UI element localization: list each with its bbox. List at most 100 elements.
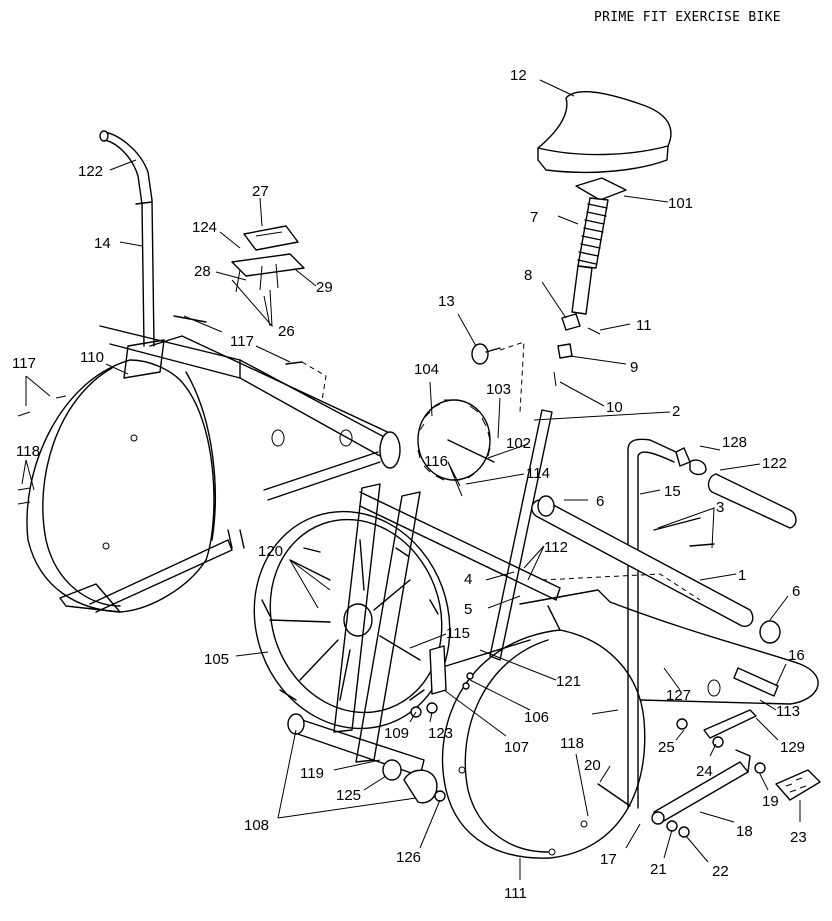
callout-125: 125: [336, 787, 361, 804]
bolt: [553, 371, 557, 387]
callout-114: 114: [526, 465, 550, 482]
callout-12: 12: [510, 67, 527, 84]
callout-3: 3: [716, 499, 724, 516]
callout-1: 1: [738, 567, 746, 584]
pedal-crank: [651, 749, 751, 825]
pedal: [775, 769, 821, 801]
callout-21: 21: [650, 861, 667, 878]
callout-9: 9: [630, 359, 638, 376]
left-handlebar: [99, 130, 155, 347]
callout-16: 16: [788, 647, 805, 664]
callout-115: 115: [446, 625, 470, 642]
pedal-arm-link: [703, 709, 757, 739]
nut: [666, 820, 678, 832]
callout-5: 5: [464, 601, 472, 618]
nut: [754, 762, 766, 774]
callout-24: 24: [696, 763, 713, 780]
callout-107: 107: [504, 739, 529, 756]
nut: [676, 718, 688, 730]
callout-19: 19: [762, 793, 779, 810]
washer: [712, 736, 724, 748]
callout-117b: 117: [12, 355, 36, 372]
callout-6b: 6: [792, 583, 800, 600]
flywheel: [253, 510, 451, 730]
callout-101: 101: [668, 195, 693, 212]
callout-14: 14: [94, 235, 111, 252]
callout-7: 7: [530, 209, 538, 226]
callout-11: 11: [636, 317, 652, 334]
tension-bracket: [429, 645, 447, 695]
callout-119: 119: [300, 765, 324, 782]
carriage-bolt: [653, 517, 715, 547]
adjustment-knob: [471, 343, 501, 365]
callout-121: 121: [556, 673, 581, 690]
callout-18: 18: [736, 823, 753, 840]
callout-106: 106: [524, 709, 549, 726]
leader-lines: [21, 79, 801, 880]
callout-116: 116: [424, 453, 448, 470]
callout-28: 28: [194, 263, 211, 280]
stabilizer-tube: [531, 495, 781, 644]
callout-104: 104: [414, 361, 439, 378]
right-handlebar: [627, 438, 797, 809]
diagram-title: PRIME FIT EXERCISE BIKE: [594, 10, 781, 25]
callout-15: 15: [664, 483, 681, 500]
callout-117: 117: [230, 333, 254, 350]
callout-128: 128: [722, 434, 747, 451]
callout-111: 111: [504, 885, 527, 902]
callout-20: 20: [584, 757, 601, 774]
callout-29: 29: [316, 279, 333, 296]
nut: [678, 826, 690, 838]
washer: [426, 702, 438, 714]
callout-126: 126: [396, 849, 421, 866]
transport-wheel: [382, 759, 446, 804]
left-chain-guard: [26, 339, 216, 613]
callout-13: 13: [438, 293, 455, 310]
callout-25: 25: [658, 739, 675, 756]
callout-110: 110: [80, 349, 104, 366]
callout-122a: 122: [78, 163, 103, 180]
chain-sprocket: [417, 399, 495, 481]
seat-collar: [561, 313, 581, 331]
callout-2: 2: [672, 403, 680, 420]
callout-122: 122: [762, 455, 787, 472]
nut: [466, 672, 474, 680]
nut: [462, 682, 470, 690]
axle: [597, 783, 631, 807]
callout-124: 124: [192, 219, 217, 236]
callout-120: 120: [258, 543, 283, 560]
callout-112: 112: [544, 539, 568, 556]
callout-102: 102: [506, 435, 531, 452]
callout-109: 109: [384, 725, 409, 742]
bushing: [557, 343, 573, 359]
seat: [537, 91, 672, 174]
callout-8: 8: [524, 267, 532, 284]
callout-118: 118: [560, 735, 584, 752]
callout-17: 17: [600, 851, 617, 868]
screws-left: [17, 315, 327, 505]
callout-27: 27: [252, 183, 269, 200]
callout-6: 6: [596, 493, 604, 510]
seat-post: [571, 197, 609, 315]
callout-105: 105: [204, 651, 229, 668]
callout-103: 103: [486, 381, 511, 398]
callout-26: 26: [278, 323, 295, 340]
callout-108: 108: [244, 817, 269, 834]
callout-127: 127: [666, 687, 691, 704]
end-cap: [733, 667, 779, 697]
callout-23: 23: [790, 829, 807, 846]
callout-10: 10: [606, 399, 623, 416]
callout-113: 113: [776, 703, 800, 720]
callout-4: 4: [464, 571, 472, 588]
callout-118a: 118: [16, 443, 40, 460]
callout-129: 129: [780, 739, 805, 756]
seat-bracket: [575, 177, 627, 201]
callout-labels: 12 101 7 8 11 9 10 13 2 104 103 102 116 …: [12, 67, 807, 902]
callout-22: 22: [712, 863, 729, 880]
main-frame: [89, 325, 401, 613]
callout-123: 123: [428, 725, 453, 742]
screw: [587, 327, 601, 335]
console: [231, 225, 305, 328]
